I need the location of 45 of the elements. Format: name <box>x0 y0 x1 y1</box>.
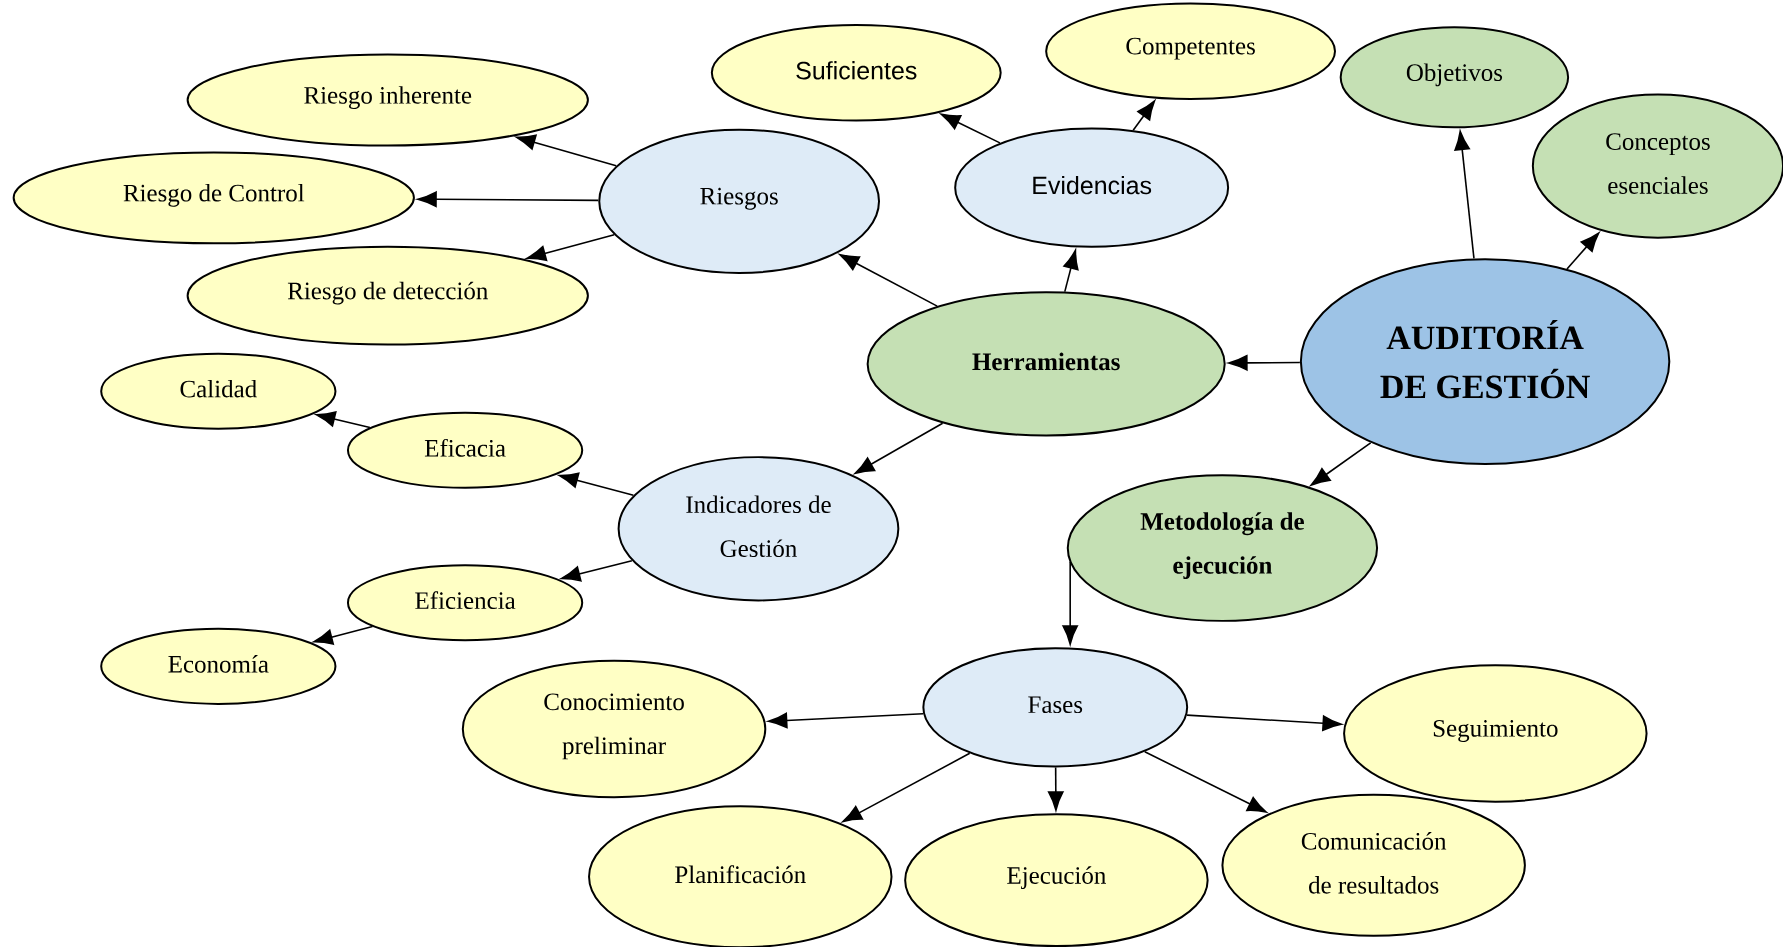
ellipse-node: Objetivos <box>1339 26 1570 129</box>
arrow <box>560 559 633 582</box>
ellipse-node: Riesgos <box>598 128 880 274</box>
arrow <box>315 411 371 429</box>
ellipse-node: Eficiencia <box>346 564 584 642</box>
arrow <box>1144 750 1267 813</box>
arrow <box>1454 130 1475 260</box>
arrow <box>1047 766 1064 811</box>
ellipse-node: Fases <box>922 647 1189 768</box>
ellipse-node: Riesgo de Control <box>12 151 415 245</box>
arrow <box>940 113 1001 144</box>
arrow <box>1186 714 1342 731</box>
ellipse-node: Competentes <box>1045 2 1336 100</box>
ellipse-node: Comunicación de resultados <box>1221 793 1526 937</box>
arrow <box>1310 441 1372 486</box>
ellipse-node: Conocimiento preliminar <box>461 659 767 798</box>
arrow <box>842 752 971 823</box>
arrow <box>1063 249 1079 293</box>
ellipse-node: Metodología de ejecución <box>1066 474 1379 622</box>
arrow <box>1566 232 1600 270</box>
ellipse-node: Eficacia <box>346 411 584 489</box>
arrow <box>417 191 600 208</box>
ellipse-node: Riesgo inherente <box>186 53 589 147</box>
arrow <box>515 134 617 167</box>
arrow <box>1132 100 1156 131</box>
ellipse-node: Planificación <box>588 805 893 947</box>
ellipse-node: Ejecución <box>904 813 1209 947</box>
ellipse-node: AUDITORÍA DE GESTIÓN <box>1299 258 1671 465</box>
ellipse-node: Riesgo de detección <box>186 245 589 346</box>
ellipse-node: Seguimiento <box>1343 664 1648 803</box>
arrow <box>313 625 374 645</box>
arrow <box>1062 560 1079 645</box>
ellipse-node: Suficientes <box>710 23 1002 122</box>
arrow <box>526 233 615 262</box>
ellipse-node: Indicadores de Gestión <box>617 456 900 602</box>
ellipse-node: Conceptos esenciales <box>1531 93 1783 239</box>
arrow <box>767 712 924 729</box>
ellipse-node: Calidad <box>100 352 337 430</box>
ellipse-node: Economía <box>100 627 337 705</box>
arrow <box>854 422 944 474</box>
arrow <box>1228 354 1301 371</box>
ellipse-node: Evidencias <box>954 127 1230 248</box>
arrow <box>839 253 938 307</box>
ellipse-node: Herramientas <box>866 291 1226 437</box>
arrow <box>558 472 635 497</box>
